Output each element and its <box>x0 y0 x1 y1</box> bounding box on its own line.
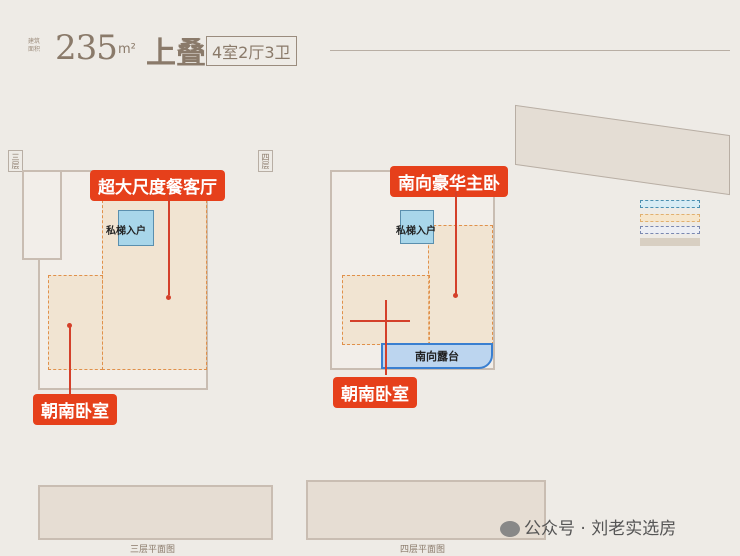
leader-line <box>385 300 387 375</box>
site-overview-map <box>515 104 730 196</box>
divider <box>330 50 730 51</box>
legend-swatch <box>640 214 700 222</box>
lift-label: 私梯入户 <box>396 226 436 237</box>
plan-outline <box>38 170 208 390</box>
leader-line <box>168 195 170 295</box>
plan-outline <box>330 170 495 370</box>
floor-mark: 三层 <box>8 150 23 172</box>
area-number: 235 <box>55 28 118 68</box>
floor-mark: 四层 <box>258 150 273 172</box>
legend-swatch <box>640 226 700 234</box>
wechat-icon <box>500 521 520 537</box>
area-unit: m² <box>118 42 136 57</box>
building-key-plan-left <box>38 485 273 540</box>
area-label: 建筑面积 <box>28 38 41 53</box>
bedroom <box>48 275 103 370</box>
stair <box>22 170 62 260</box>
callout-bedroom: 朝南卧室 <box>33 394 117 425</box>
marker-dot <box>453 293 458 298</box>
callout-living: 超大尺度餐客厅 <box>90 170 225 201</box>
lift-label: 私梯入户 <box>106 226 146 237</box>
terrace: 南向露台 <box>381 343 493 369</box>
marker-dot <box>67 323 72 328</box>
legend-swatch <box>640 200 700 208</box>
watermark-text: 公众号 · 刘老实选房 <box>524 519 677 539</box>
unit-type: 上叠 <box>146 36 206 71</box>
callout-master: 南向豪华主卧 <box>390 166 508 197</box>
caption-left: 三层平面图 <box>130 545 176 555</box>
marker-dot <box>166 295 171 300</box>
leader-line <box>69 325 71 400</box>
master-bedroom <box>428 225 493 345</box>
watermark: 公众号 · 刘老实选房 <box>500 514 676 539</box>
private-lift <box>118 210 154 246</box>
leader-line <box>350 320 410 322</box>
leader-line <box>455 192 457 295</box>
callout-bedroom: 朝南卧室 <box>333 377 417 408</box>
legend-swatch <box>640 238 700 246</box>
private-lift <box>400 210 434 244</box>
room-count: 4室2厅3卫 <box>206 36 297 66</box>
caption-right: 四层平面图 <box>400 545 446 555</box>
